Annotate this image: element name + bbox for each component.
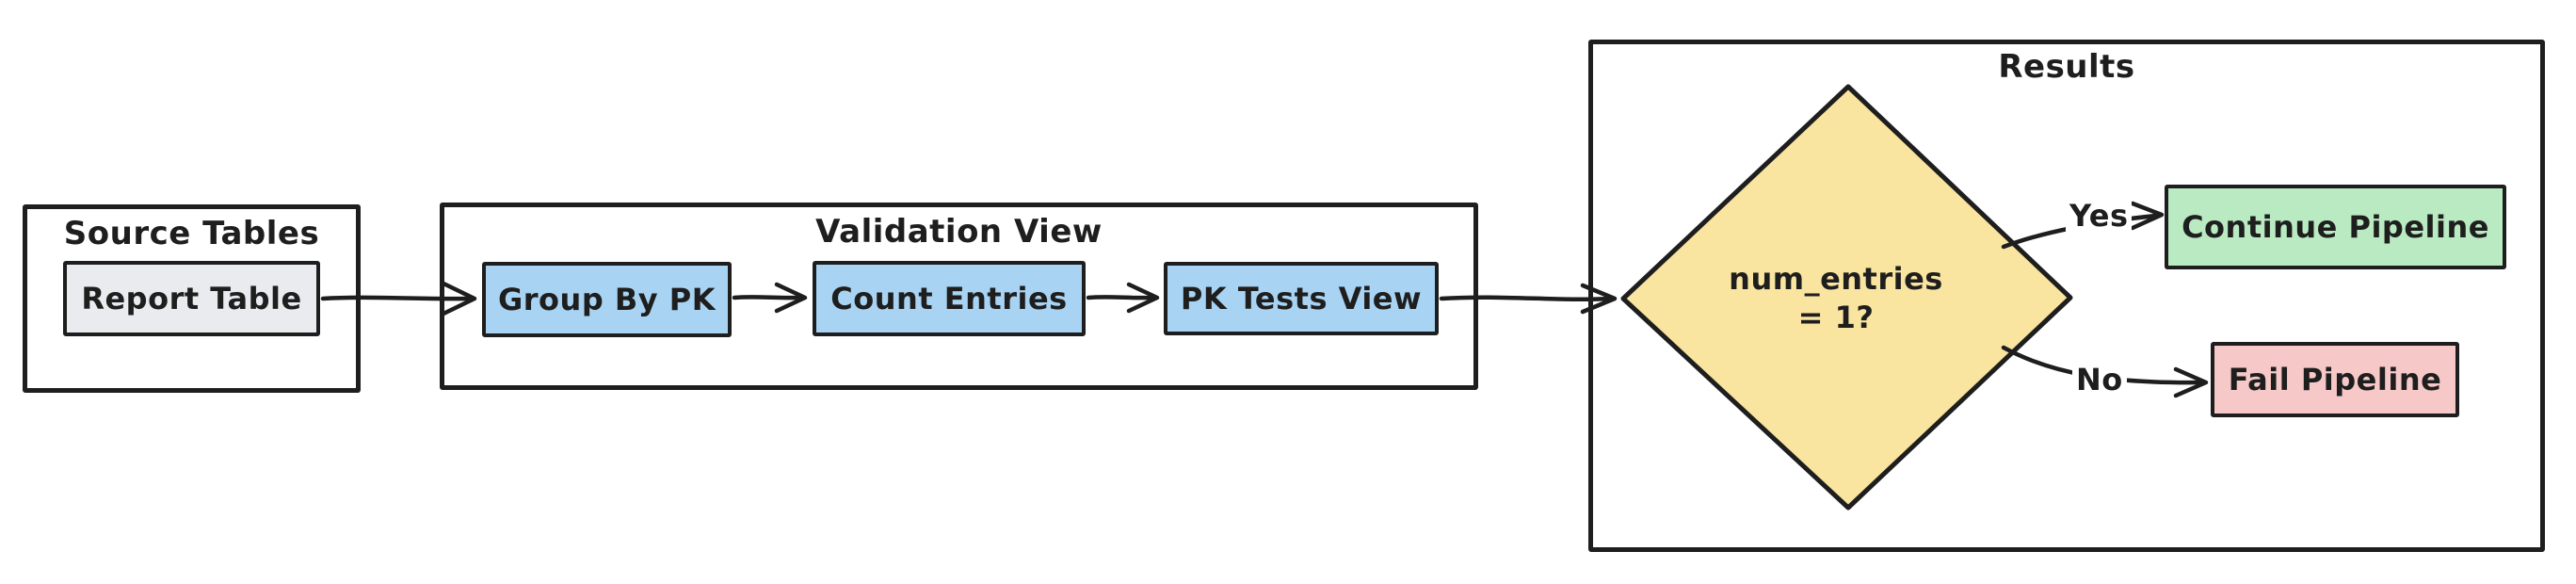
group-by-pk-node: Group By PK: [482, 262, 732, 337]
report-table-label: Report Table: [81, 281, 302, 316]
group-by-pk-label: Group By PK: [498, 282, 716, 317]
decision-label: num_entries = 1?: [1709, 260, 1963, 337]
fail-pipeline-label: Fail Pipeline: [2228, 362, 2442, 397]
count-entries-label: Count Entries: [830, 281, 1068, 316]
no-edge-label: No: [2072, 362, 2127, 397]
results-title: Results: [1998, 48, 2135, 86]
count-entries-node: Count Entries: [813, 261, 1086, 336]
source-tables-container: Source Tables: [23, 204, 361, 393]
continue-pipeline-node: Continue Pipeline: [2165, 185, 2506, 269]
pk-tests-view-label: PK Tests View: [1180, 281, 1423, 316]
decision-label-line1: num_entries: [1729, 261, 1943, 297]
validation-view-title: Validation View: [815, 213, 1103, 251]
report-table-node: Report Table: [63, 261, 320, 336]
yes-edge-label: Yes: [2066, 198, 2133, 234]
fail-pipeline-node: Fail Pipeline: [2211, 342, 2459, 417]
continue-pipeline-label: Continue Pipeline: [2182, 209, 2489, 245]
pk-tests-view-node: PK Tests View: [1164, 262, 1439, 335]
source-tables-title: Source Tables: [63, 215, 320, 252]
decision-label-line2: = 1?: [1797, 300, 1875, 335]
